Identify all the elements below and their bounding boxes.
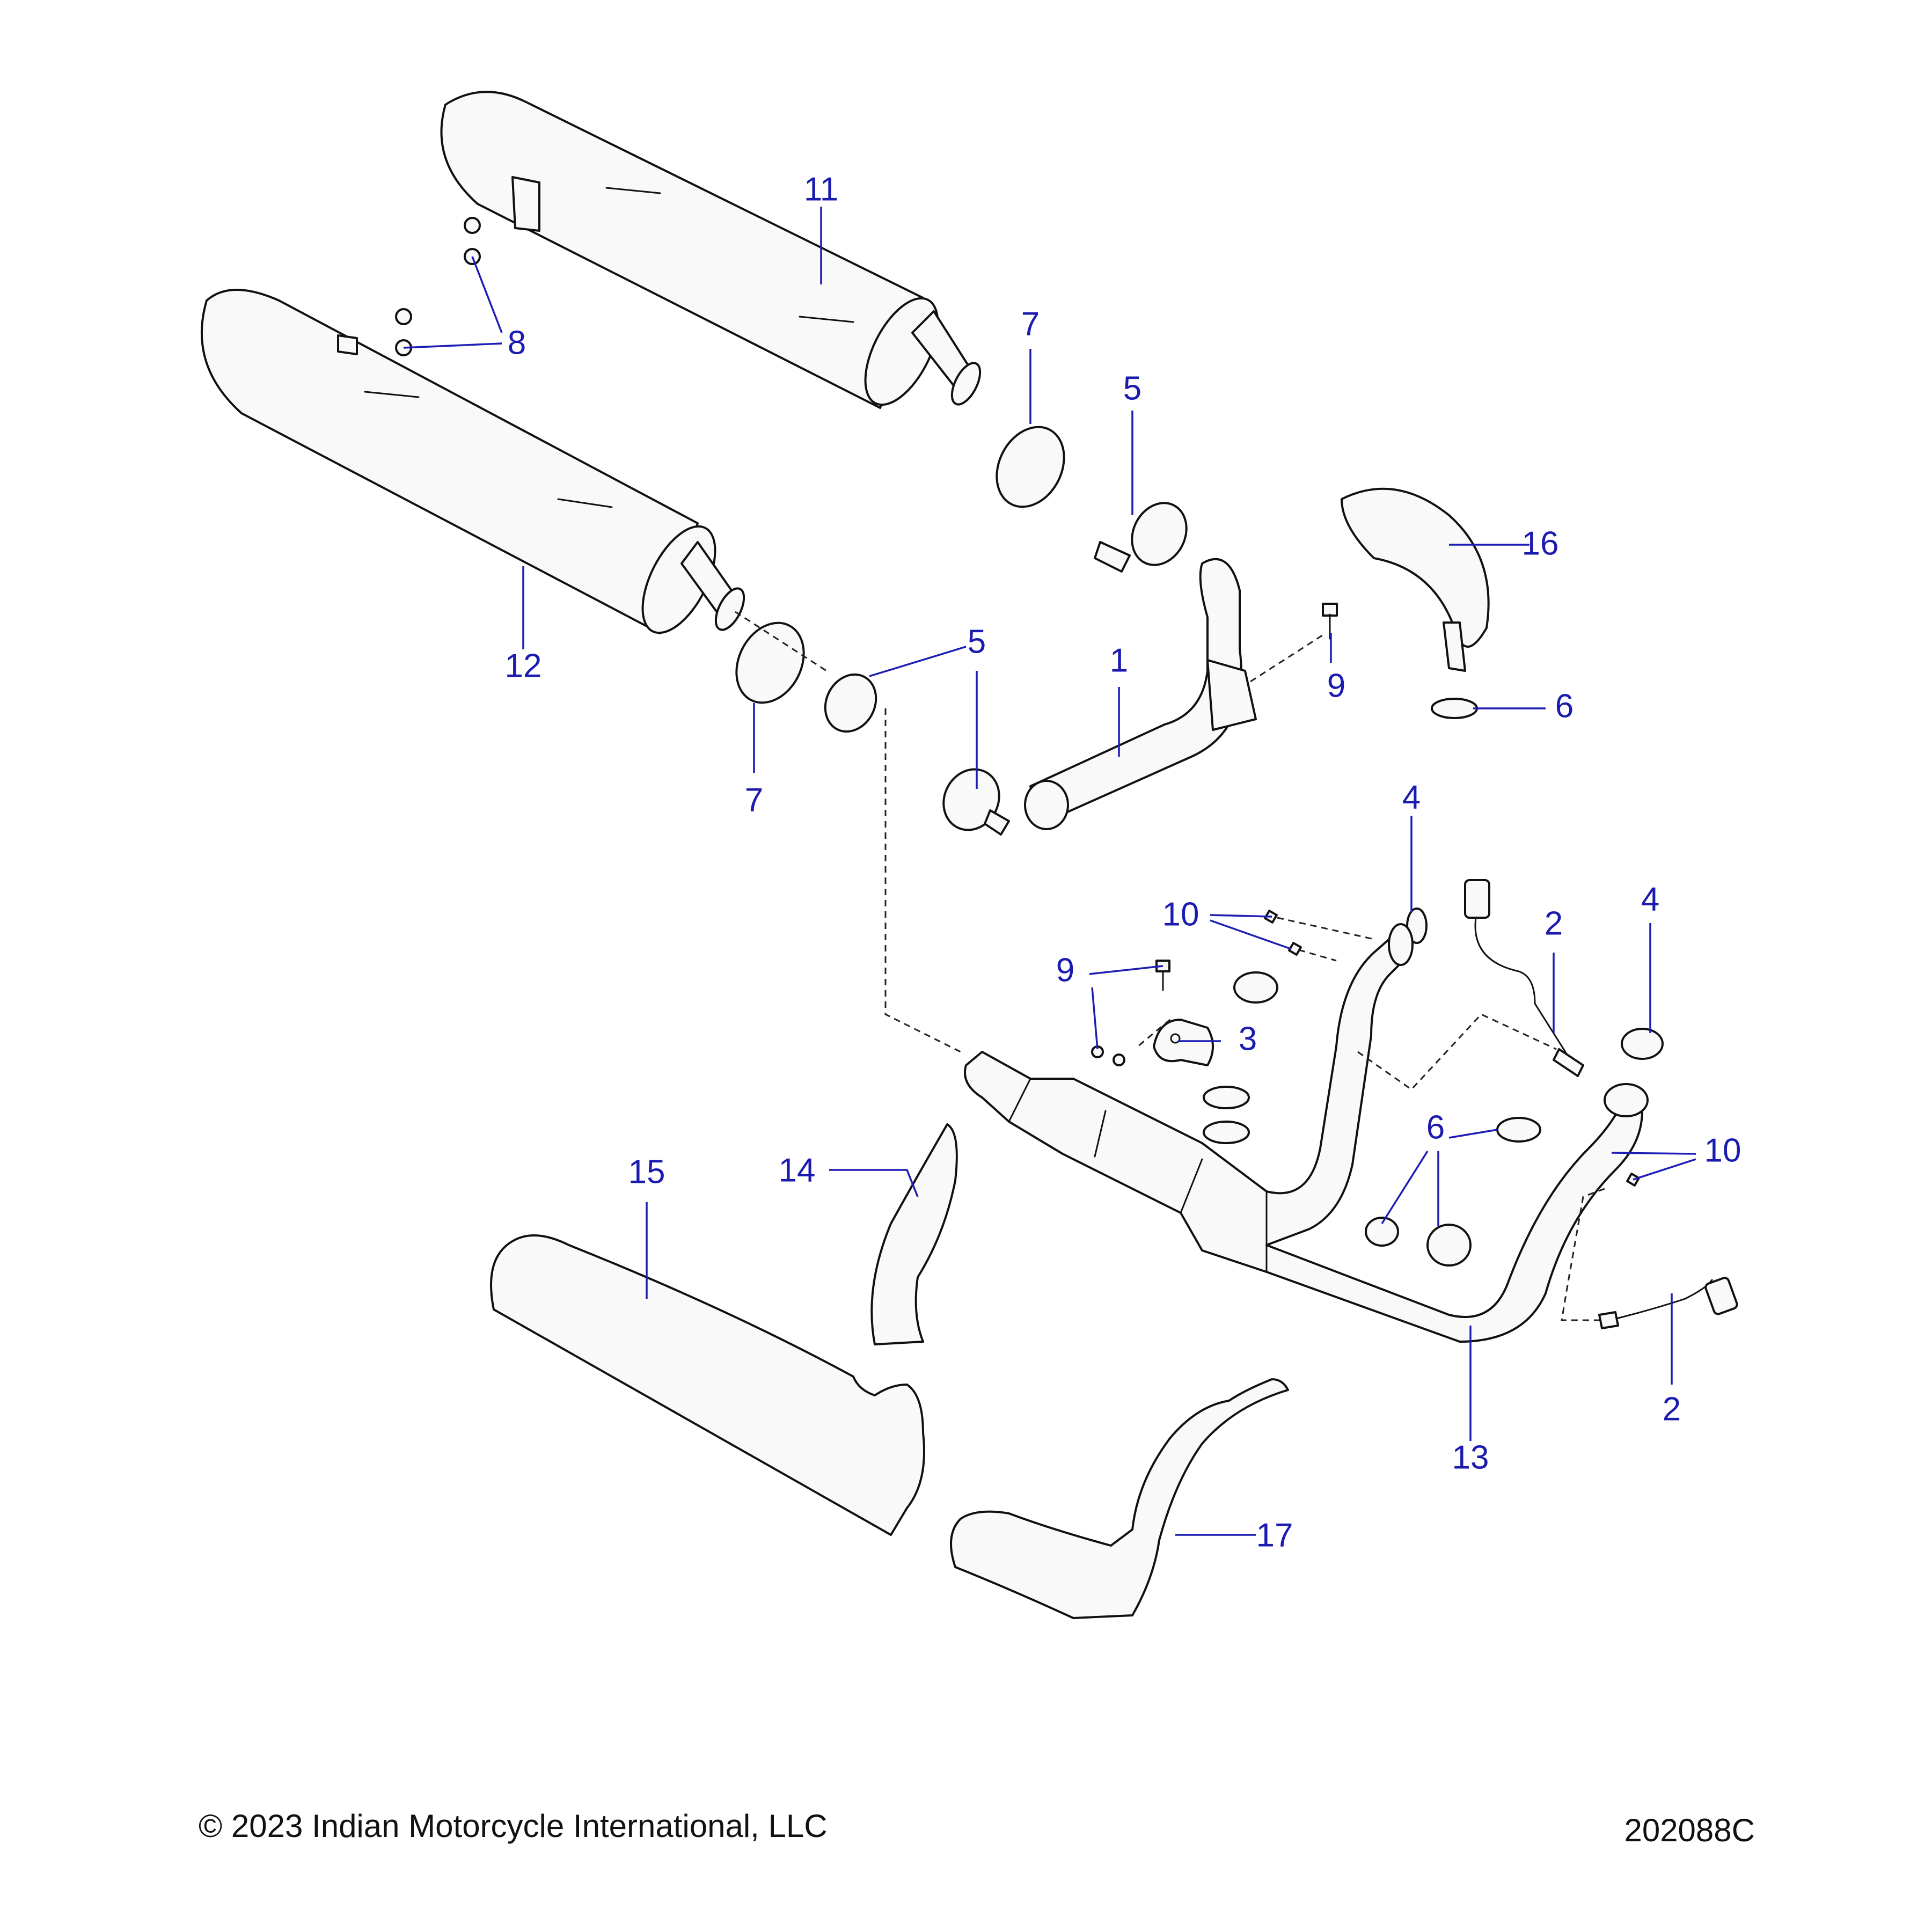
callout-4-b: 4 bbox=[1641, 881, 1659, 918]
callout-numbers: 1 2 2 3 4 4 5 5 6 6 7 7 8 9 9 10 10 11 1… bbox=[505, 171, 1741, 1554]
callout-15: 15 bbox=[628, 1153, 665, 1190]
copyright-notice: © 2023 Indian Motorcycle International, … bbox=[199, 1808, 828, 1844]
crossover-pipe bbox=[1024, 558, 1257, 830]
heat-shield-14 bbox=[870, 1123, 958, 1345]
callout-8: 8 bbox=[508, 324, 526, 361]
callout-9-upper: 9 bbox=[1327, 667, 1345, 704]
lower-muffler bbox=[200, 289, 745, 634]
bracket-3 bbox=[1153, 1019, 1214, 1066]
callout-2-lower: 2 bbox=[1663, 1391, 1681, 1428]
gasket-upper bbox=[996, 426, 1065, 508]
assembly-lines bbox=[735, 611, 1605, 1321]
bolt-9-upper bbox=[1322, 603, 1338, 640]
head-pipe-13 bbox=[964, 923, 1649, 1343]
callout-17: 17 bbox=[1256, 1517, 1293, 1554]
callout-2-upper: 2 bbox=[1545, 905, 1563, 942]
upper-muffler bbox=[440, 91, 982, 409]
clamps-5 bbox=[824, 502, 1188, 836]
heat-shield-15 bbox=[490, 1234, 925, 1536]
gasket-lower bbox=[735, 621, 805, 704]
callout-4-a: 4 bbox=[1402, 779, 1421, 816]
callout-7-lower: 7 bbox=[745, 781, 763, 818]
gasket-4-b bbox=[1621, 1028, 1664, 1060]
clamp-6-right bbox=[1431, 698, 1478, 719]
leader-lines bbox=[403, 207, 1696, 1536]
heat-shield-17 bbox=[950, 1378, 1289, 1619]
callout-6-right: 6 bbox=[1555, 687, 1574, 724]
o2-sensor-upper bbox=[1464, 879, 1584, 1077]
callout-11: 11 bbox=[804, 171, 838, 208]
clamps-6-center bbox=[1203, 971, 1541, 1267]
callout-5-lower: 5 bbox=[968, 623, 986, 660]
callout-3: 3 bbox=[1239, 1020, 1257, 1057]
o2-sensor-lower bbox=[1598, 1277, 1738, 1329]
callout-10-upper: 10 bbox=[1162, 896, 1199, 933]
drawing-number: 202088C bbox=[1624, 1812, 1755, 1848]
callout-13: 13 bbox=[1452, 1439, 1489, 1476]
callout-12: 12 bbox=[505, 647, 542, 684]
callout-10-right: 10 bbox=[1704, 1132, 1741, 1169]
bolts bbox=[395, 217, 481, 356]
callout-7-upper: 7 bbox=[1021, 305, 1040, 342]
heat-shield-16 bbox=[1341, 487, 1490, 672]
callout-1: 1 bbox=[1110, 642, 1128, 679]
callout-14: 14 bbox=[779, 1152, 816, 1189]
callout-9-lower: 9 bbox=[1056, 952, 1074, 989]
callout-5-upper: 5 bbox=[1123, 370, 1141, 407]
callout-16: 16 bbox=[1522, 525, 1559, 562]
callout-6-center: 6 bbox=[1426, 1109, 1445, 1146]
